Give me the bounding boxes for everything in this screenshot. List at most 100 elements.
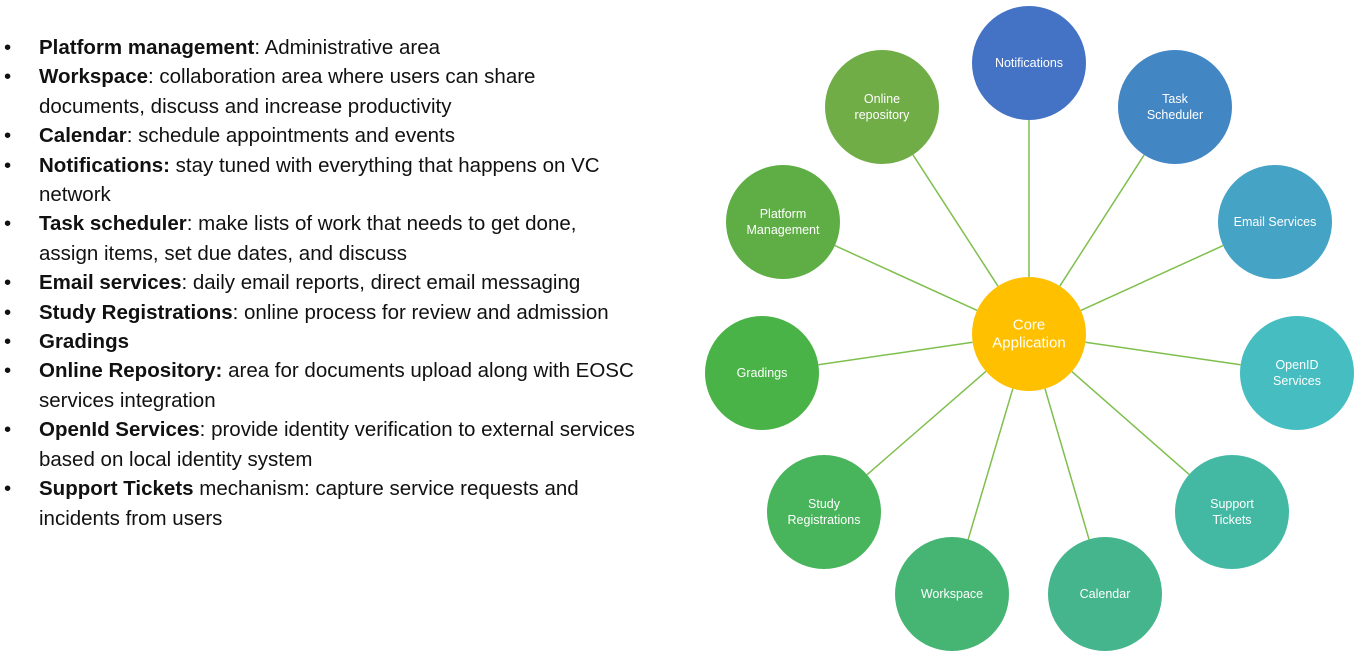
edge-platform-management <box>834 244 978 312</box>
bullet-dot: • <box>4 153 12 177</box>
node-circle <box>767 455 881 569</box>
bullet-title: Task scheduler <box>39 212 187 236</box>
bullet-item: • OpenId Services: provide identity verif… <box>0 415 640 474</box>
edge-support-tickets <box>1071 371 1190 475</box>
node-email-services: Email Services <box>1218 165 1332 279</box>
node-label: Support <box>1210 497 1254 511</box>
node-label: Notifications <box>995 56 1063 70</box>
bullet-item: • Platform management: Administrative are… <box>0 33 640 62</box>
node-circle <box>1175 455 1289 569</box>
bullet-item: • Workspace: collaboration area where use… <box>0 62 640 121</box>
node-label: Email Services <box>1234 215 1317 229</box>
edge-workspace <box>967 388 1014 540</box>
edge-openid-services <box>1085 341 1241 366</box>
bullet-title: Notifications: <box>39 153 170 177</box>
bullet-dot: • <box>4 418 12 442</box>
bullet-description: : provide identity verification to exter… <box>39 418 635 471</box>
bullet-dot: • <box>4 65 12 89</box>
node-label: Calendar <box>1080 587 1131 601</box>
node-label: OpenID <box>1275 358 1318 372</box>
bullet-description: : collaboration area where users can sha… <box>39 65 536 118</box>
node-label: Gradings <box>737 366 788 380</box>
feature-list: • Platform management: Administrative are… <box>0 33 640 533</box>
node-label: repository <box>855 108 911 122</box>
edge-study-registrations <box>866 370 987 476</box>
diagram-edges <box>818 120 1241 540</box>
node-label: Scheduler <box>1147 108 1203 122</box>
node-calendar: Calendar <box>1048 537 1162 651</box>
node-label: Registrations <box>788 513 861 527</box>
node-circle <box>1218 165 1332 279</box>
bullet-title: Platform management <box>39 36 255 59</box>
bullet-description: stay tuned with everything that happens … <box>39 153 600 207</box>
bullet-dot: • <box>4 124 12 148</box>
bullet-title: Workspace <box>39 65 149 89</box>
bullet-description: mechanism: capture service requests and … <box>39 477 579 530</box>
node-label: Platform <box>760 207 807 221</box>
bullet-description: : online process for review and admissio… <box>232 300 609 324</box>
bullet-item: • Email services: daily email reports, di… <box>0 268 640 297</box>
node-workspace: Workspace <box>895 537 1009 651</box>
node-label: Online <box>864 92 900 106</box>
bullet-item: • Calendar: schedule appointments and eve… <box>0 121 640 150</box>
bullet-title: Gradings <box>39 330 129 354</box>
core-application-circle <box>972 277 1086 391</box>
bullet-title: Email services <box>39 271 182 295</box>
node-label: Task <box>1162 92 1188 106</box>
bullet-item: • Support Tickets mechanism: capture serv… <box>0 474 640 533</box>
edge-calendar <box>1044 388 1090 540</box>
bullet-title: Support Tickets <box>39 477 194 501</box>
bullet-title: Study Registrations <box>39 300 233 324</box>
bullet-item: • Gradings <box>0 327 640 356</box>
edge-task-scheduler <box>1059 154 1145 287</box>
bullet-item: • Study Registrations: online process for… <box>0 298 640 327</box>
node-label: Tickets <box>1212 513 1251 527</box>
node-circle <box>1048 537 1162 651</box>
edge-online-repository <box>912 154 999 287</box>
bullet-title: Online Repository: <box>39 359 223 383</box>
bullet-dot: • <box>4 300 12 324</box>
node-circle <box>1118 50 1232 164</box>
bullet-item: • Notifications: stay tuned with everythi… <box>0 151 640 210</box>
bullet-dot: • <box>4 36 12 59</box>
node-label: Application <box>992 335 1065 352</box>
node-label: Study <box>808 497 841 511</box>
bullet-dot: • <box>4 271 12 295</box>
bullet-dot: • <box>4 359 12 383</box>
bullet-dot: • <box>4 212 12 236</box>
node-openid-services: OpenID Services <box>1240 316 1354 430</box>
node-label: Workspace <box>921 587 983 601</box>
bullet-item: • Online Repository: area for documents u… <box>0 356 640 415</box>
node-circle <box>825 50 939 164</box>
bullet-dot: • <box>4 477 12 501</box>
node-circle <box>972 6 1086 120</box>
bullet-item: • Task scheduler: make lists of work that… <box>0 209 640 268</box>
bullet-dot: • <box>4 330 12 354</box>
bullet-description: area for documents upload along with EOS… <box>39 359 634 412</box>
node-circle <box>726 165 840 279</box>
bullet-description: : make lists of work that needs to get d… <box>39 212 577 265</box>
bullet-description: : daily email reports, direct email mess… <box>181 271 581 295</box>
node-gradings: Gradings <box>705 316 819 430</box>
bullet-description: : schedule appointments and events <box>126 124 455 148</box>
edge-gradings <box>818 341 973 366</box>
node-label: Core <box>1013 317 1046 334</box>
node-label: Management <box>747 223 820 237</box>
node-circle <box>895 537 1009 651</box>
node-online-repository: Online repository <box>825 50 939 164</box>
node-notifications: Notifications <box>972 6 1086 120</box>
edge-email-services <box>1080 244 1224 312</box>
bullet-description: : Administrative area <box>254 36 441 59</box>
bullet-title: Calendar <box>39 124 127 148</box>
node-label: Services <box>1273 374 1321 388</box>
node-circle <box>705 316 819 430</box>
bullet-title: OpenId Services <box>39 418 200 442</box>
node-circle <box>1240 316 1354 430</box>
